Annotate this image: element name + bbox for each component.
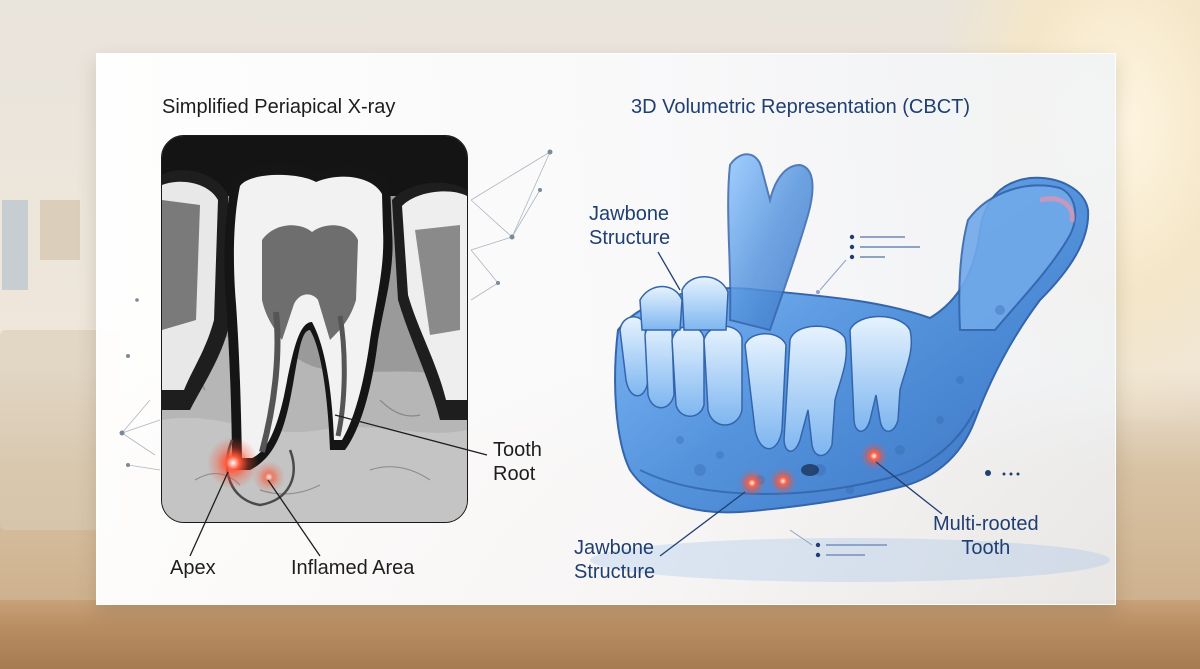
- inflamed-leader-line: [267, 479, 321, 557]
- network-decoration-right: [470, 151, 551, 301]
- cbct-title: 3D Volumetric Representation (CBCT): [631, 96, 971, 118]
- jaw-inflammation-marker: [738, 469, 766, 497]
- network-decoration-left: [121, 399, 161, 471]
- tooth-root-label: Tooth Root: [493, 439, 542, 485]
- jawbone-structure-bottom-label: Jawbone Structure: [574, 537, 656, 583]
- cbct-jaw-model: [590, 153, 1110, 582]
- network-nodes: [496, 149, 553, 285]
- info-marker-bottom: [789, 529, 887, 558]
- jaw-inflammation-marker: [860, 442, 888, 470]
- background-frame: [2, 200, 28, 290]
- background-frame: [40, 200, 80, 260]
- apex-inflammation-marker: [207, 437, 259, 489]
- info-marker-top: [816, 234, 920, 294]
- inflamed-area-label: Inflamed Area: [291, 557, 415, 579]
- apex-label: Apex: [170, 557, 216, 579]
- apex-leader-line: [189, 471, 229, 557]
- xray-image: [161, 135, 468, 523]
- jawbone-bottom-leader-line: [659, 491, 746, 557]
- jawbone-structure-top-label: Jawbone Structure: [589, 203, 671, 249]
- xray-title: Simplified Periapical X-ray: [162, 96, 396, 118]
- info-marker-right: [985, 470, 1020, 476]
- tooth-root-leader-line: [334, 414, 488, 456]
- multi-rooted-tooth-label: Multi-rooted Tooth: [933, 513, 1039, 559]
- jaw-inflammation-marker: [769, 467, 797, 495]
- table-surface: [0, 600, 1200, 669]
- jawbone-top-leader-line: [657, 251, 681, 291]
- multi-rooted-leader-line: [875, 461, 943, 515]
